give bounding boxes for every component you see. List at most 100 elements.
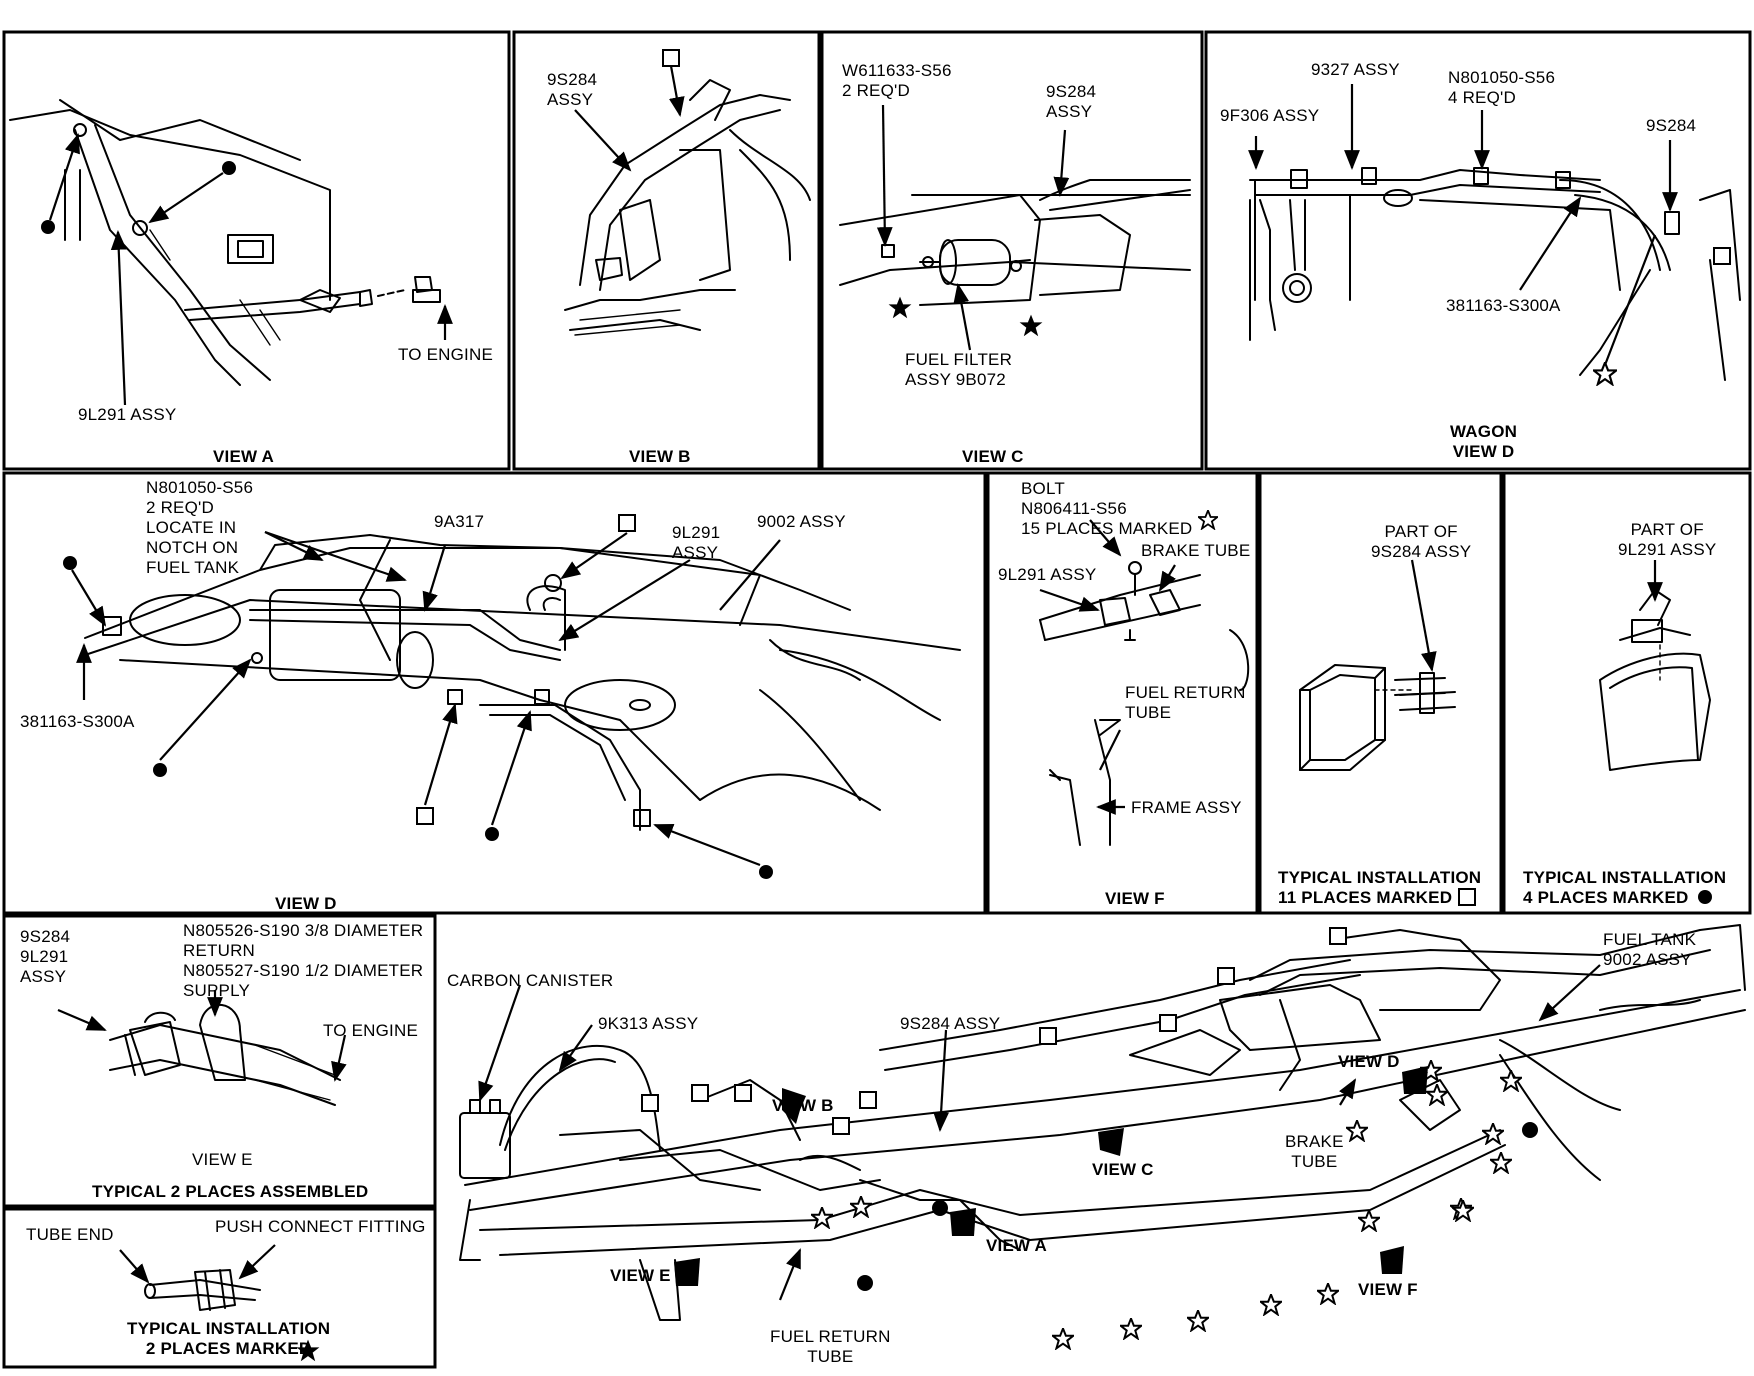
typical-dot-drawing <box>1599 560 1711 771</box>
marker-square <box>691 1084 709 1102</box>
marker-dot <box>932 1200 948 1216</box>
marker-star-outline <box>1500 1070 1522 1092</box>
push-connect-tube-end-label: TUBE END <box>26 1225 114 1244</box>
marker-star-outline <box>811 1207 833 1229</box>
overview-fuel-tank-label: FUEL TANK 9002 ASSY <box>1603 930 1697 969</box>
typical-dot-caption: TYPICAL INSTALLATION 4 PLACES MARKED <box>1523 868 1727 907</box>
marker-square <box>1039 1027 1057 1045</box>
view-d-drawing <box>63 514 961 879</box>
marker-square-legend <box>1458 888 1476 906</box>
marker-dot <box>153 763 167 777</box>
marker-star-outline <box>1346 1120 1368 1142</box>
view-e-caption: TYPICAL 2 PLACES ASSEMBLED <box>92 1182 369 1201</box>
overview-view-a-callout: VIEW A <box>986 1236 1048 1255</box>
view-e-parts-label: 9S284 9L291 ASSY <box>20 927 71 986</box>
overview-view-f-callout: VIEW F <box>1358 1280 1418 1299</box>
view-d-9l291-label: 9L291 ASSY <box>672 523 721 562</box>
marker-dot <box>63 556 77 570</box>
wagon-view-d-title: WAGON VIEW D <box>1450 422 1518 461</box>
wagon-9327-label: 9327 ASSY <box>1311 60 1400 79</box>
view-a-title: VIEW A <box>213 447 275 466</box>
marker-square <box>1713 247 1731 265</box>
view-d-9a317-label: 9A317 <box>434 512 485 531</box>
marker-dot <box>485 827 499 841</box>
marker-star-outline <box>850 1196 872 1218</box>
marker-square <box>662 49 680 67</box>
typical-dot-part-label: PART OF 9L291 ASSY <box>1618 520 1717 559</box>
marker-square <box>734 1084 752 1102</box>
overview-view-b-callout: VIEW B <box>772 1096 834 1115</box>
overview-9k313-label: 9K313 ASSY <box>598 1014 699 1033</box>
view-d-9002-label: 9002 ASSY <box>757 512 846 531</box>
marker-dot <box>41 220 55 234</box>
marker-star-outline <box>1593 362 1617 386</box>
view-f-9l291-label: 9L291 ASSY <box>998 565 1097 584</box>
view-f-frame-label: FRAME ASSY <box>1131 798 1242 817</box>
marker-star-outline <box>1120 1318 1142 1340</box>
marker-square <box>416 807 434 825</box>
view-e-drawing <box>57 990 347 1106</box>
view-d-381163-label: 381163-S300A <box>20 712 135 731</box>
view-e-to-engine-label: TO ENGINE <box>323 1021 419 1040</box>
overview-carbon-canister-label: CARBON CANISTER <box>447 971 614 990</box>
panel-frames <box>2 30 1752 1369</box>
overview-brake-tube-label: BRAKE TUBE <box>1285 1132 1344 1171</box>
view-c-filter-label: FUEL FILTER ASSY 9B072 <box>905 350 1013 389</box>
view-a-drawing <box>9 99 453 406</box>
overview-fuel-return-label: FUEL RETURN TUBE <box>770 1327 891 1366</box>
view-callout-arrow <box>1380 1246 1404 1274</box>
view-a-to-engine-label: TO ENGINE <box>398 345 494 364</box>
view-f-title: VIEW F <box>1105 889 1165 908</box>
overview-view-e-callout: VIEW E <box>610 1266 671 1285</box>
view-b-part-label: 9S284 ASSY <box>547 70 598 109</box>
view-callout-arrow <box>674 1258 700 1286</box>
push-connect-caption: TYPICAL INSTALLATION 2 PLACES MARKED <box>127 1319 331 1358</box>
view-b-title: VIEW B <box>629 447 691 466</box>
wagon-n801050-label: N801050-S56 4 REQ'D <box>1448 68 1556 107</box>
marker-square <box>1329 927 1347 945</box>
marker-square <box>641 1094 659 1112</box>
marker-star-outline <box>1260 1294 1282 1316</box>
marker-star-outline <box>1482 1123 1504 1145</box>
view-d-n801050-label: N801050-S56 2 REQ'D LOCATE IN NOTCH ON F… <box>146 478 254 577</box>
marker-square <box>832 1117 850 1135</box>
marker-dot <box>222 161 236 175</box>
marker-star <box>888 296 912 319</box>
view-c-drawing <box>839 104 1191 351</box>
chassis-overview-drawing <box>459 924 1746 1350</box>
marker-star <box>1019 314 1043 337</box>
typical-square-drawing <box>1299 559 1456 771</box>
marker-star-outline <box>1490 1152 1512 1174</box>
wagon-9s284-label: 9S284 <box>1646 116 1697 135</box>
overview-view-d-callout: VIEW D <box>1338 1052 1400 1071</box>
view-callout-arrow <box>1402 1066 1428 1094</box>
view-f-brake-tube-label: BRAKE TUBE <box>1141 541 1251 560</box>
view-callout-arrow <box>1098 1128 1124 1156</box>
marker-square <box>618 514 636 532</box>
view-a-part-label: 9L291 ASSY <box>78 405 177 424</box>
marker-star-outline <box>1187 1310 1209 1332</box>
push-connect-fitting-label: PUSH CONNECT FITTING <box>215 1217 426 1236</box>
marker-square <box>1159 1014 1177 1032</box>
push-connect-drawing <box>119 1244 320 1362</box>
marker-star-outline <box>1317 1283 1339 1305</box>
view-e-return-clip-label: N805526-S190 3/8 DIAMETER RETURN <box>183 921 424 960</box>
marker-square <box>1217 967 1235 985</box>
view-b-drawing <box>564 49 811 336</box>
marker-dot <box>1522 1122 1538 1138</box>
overview-view-c-callout: VIEW C <box>1092 1160 1154 1179</box>
view-e-title: VIEW E <box>192 1150 253 1169</box>
marker-dot <box>759 865 773 879</box>
wagon-9f306-label: 9F306 ASSY <box>1220 106 1320 125</box>
view-f-fuel-return-label: FUEL RETURN TUBE <box>1125 683 1246 722</box>
view-f-bolt-label: BOLT N806411-S56 15 PLACES MARKED <box>1021 479 1193 538</box>
view-e-supply-clip-label: N805527-S190 1/2 DIAMETER SUPPLY <box>183 961 424 1000</box>
view-callout-arrow <box>782 1088 806 1124</box>
marker-dot-legend <box>1698 890 1712 904</box>
view-c-part-label: 9S284 ASSY <box>1046 82 1097 121</box>
marker-square <box>859 1091 877 1109</box>
view-d-title: VIEW D <box>275 894 337 913</box>
wagon-view-d-drawing <box>1248 84 1741 386</box>
typical-square-part-label: PART OF 9S284 ASSY <box>1371 522 1472 561</box>
wagon-381163-label: 381163-S300A <box>1446 296 1561 315</box>
